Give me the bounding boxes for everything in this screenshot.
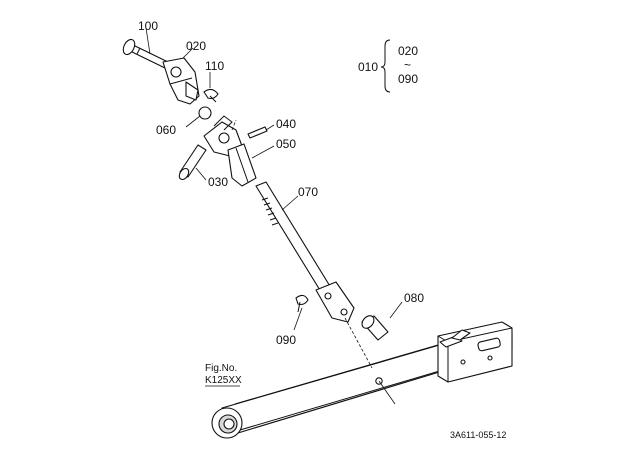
top-link-joint bbox=[203, 115, 257, 187]
part-100-pin bbox=[122, 27, 169, 69]
figure-no-label: Fig.No. bbox=[205, 363, 237, 374]
part-060-ball bbox=[185, 106, 212, 128]
assembly-range-end: 090 bbox=[398, 72, 418, 86]
part-070-rod bbox=[255, 181, 337, 301]
part-050-sleeve bbox=[251, 145, 275, 159]
figure-number: Fig.No. K125XX bbox=[205, 363, 242, 387]
part-110-clip bbox=[203, 72, 219, 103]
label-part-050: 050 bbox=[276, 137, 296, 151]
label-part-070: 070 bbox=[298, 185, 318, 199]
assembly-range-start: 020 bbox=[398, 44, 418, 58]
label-part-090: 090 bbox=[276, 333, 296, 347]
label-part-030: 030 bbox=[208, 175, 228, 189]
assembly-range-sep: ~ bbox=[404, 58, 411, 72]
label-part-060: 060 bbox=[156, 123, 176, 137]
lower-yoke bbox=[315, 281, 373, 369]
part-090-clip bbox=[293, 294, 309, 331]
part-080-pin bbox=[361, 301, 403, 341]
part-040-pin bbox=[247, 124, 275, 139]
part-020-clevis bbox=[162, 47, 200, 105]
label-part-040: 040 bbox=[276, 117, 296, 131]
drawing-code: 3A611-055-12 bbox=[450, 430, 506, 440]
lower-link-arm bbox=[211, 321, 513, 439]
assembly-range: 010 020 ~ 090 bbox=[358, 39, 418, 93]
label-part-080: 080 bbox=[404, 291, 424, 305]
figure-no-value: K125XX bbox=[205, 375, 242, 386]
label-part-020: 020 bbox=[186, 39, 206, 53]
assembly-label: 010 bbox=[358, 60, 378, 74]
label-part-110: 110 bbox=[205, 59, 224, 73]
part-030-pin bbox=[178, 144, 207, 181]
label-part-100: 100 bbox=[138, 19, 158, 33]
